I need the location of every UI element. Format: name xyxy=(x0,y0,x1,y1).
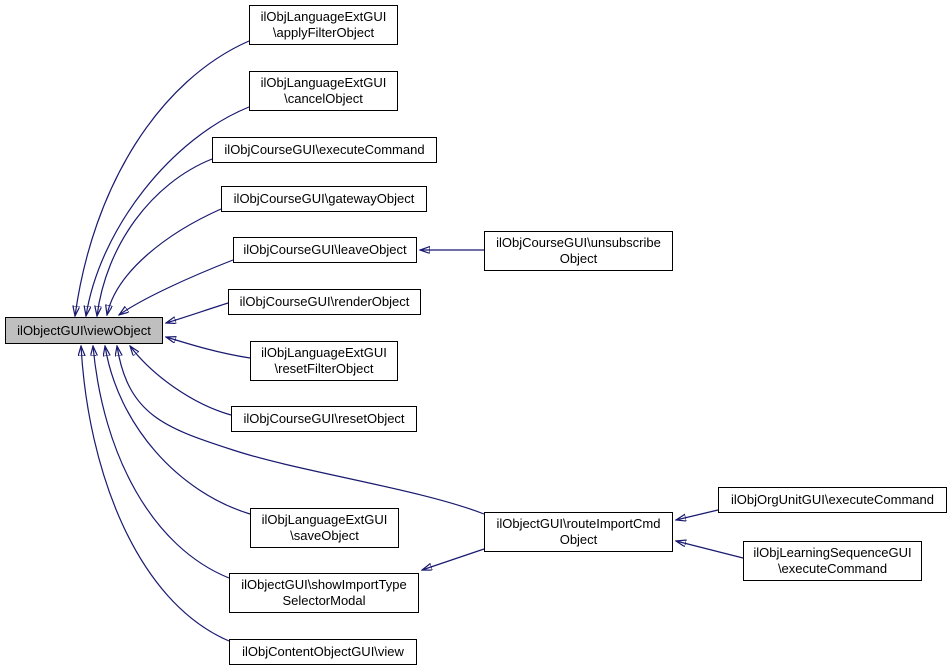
node-ilObjCourseGUI-executeCommand[interactable]: ilObjCourseGUI\executeCommand xyxy=(212,137,437,163)
node-label-line: ilObjCourseGUI\resetObject xyxy=(243,411,405,426)
edge-cancelObject-to-viewObject xyxy=(86,106,250,316)
node-label-line: ilObjOrgUnitGUI\executeCommand xyxy=(730,492,935,507)
node-label-line: ilObjectGUI\viewObject xyxy=(17,322,151,338)
edge-applyFilterObject-to-viewObject xyxy=(75,40,250,316)
edge-saveObject-to-viewObject xyxy=(105,346,251,515)
node-label-line: Object xyxy=(559,251,598,266)
node-ilObjectGUI-routeImportCmdObject[interactable]: ilObjectGUI\routeImportCmd Object xyxy=(484,512,673,552)
node-label-line: ilObjCourseGUI\leaveObject xyxy=(243,242,407,257)
node-ilObjectGUI-viewObject-central[interactable]: ilObjectGUI\viewObject xyxy=(5,317,163,344)
edge-gatewayObject-to-viewObject xyxy=(107,208,222,315)
edge-resetObject-to-viewObject xyxy=(130,346,232,416)
node-ilObjLanguageExtGUI-cancelObject[interactable]: ilObjLanguageExtGUI \cancelObject xyxy=(249,71,398,111)
edge-routeImportCmdObject-to-viewObject xyxy=(117,346,485,515)
edge-learningSequenceExecuteCommand-to-routeImportCmdObject xyxy=(676,541,744,559)
node-ilObjectGUI-showImportTypeSelectorModal[interactable]: ilObjectGUI\showImportType SelectorModal xyxy=(229,573,419,613)
node-label-line: \cancelObject xyxy=(284,91,363,106)
edge-showImportTypeSelectorModal-to-viewObject xyxy=(93,346,230,579)
node-label-line: ilObjCourseGUI\unsubscribe xyxy=(496,235,661,250)
node-ilObjCourseGUI-renderObject[interactable]: ilObjCourseGUI\renderObject xyxy=(228,289,421,315)
node-label-line: ilObjLanguageExtGUI xyxy=(260,9,387,24)
node-ilObjCourseGUI-gatewayObject[interactable]: ilObjCourseGUI\gatewayObject xyxy=(221,186,427,212)
node-label-line: \resetFilterObject xyxy=(274,361,374,376)
node-label-line: ilObjLanguageExtGUI xyxy=(261,345,387,360)
node-ilObjCourseGUI-unsubscribeObject[interactable]: ilObjCourseGUI\unsubscribe Object xyxy=(484,231,673,271)
node-label-line: ilObjContentObjectGUI\view xyxy=(242,644,404,659)
node-ilObjCourseGUI-resetObject[interactable]: ilObjCourseGUI\resetObject xyxy=(231,406,417,432)
node-label-line: ilObjectGUI\showImportType xyxy=(241,577,407,592)
edge-courseExecuteCommand-to-viewObject xyxy=(97,158,213,316)
edge-routeImportCmdObject-to-showImportTypeSelectorModal xyxy=(422,548,485,570)
node-ilObjLanguageExtGUI-applyFilterObject[interactable]: ilObjLanguageExtGUI \applyFilterObject xyxy=(249,5,398,45)
edge-leaveObject-to-viewObject xyxy=(119,259,234,315)
node-ilObjContentObjectGUI-view[interactable]: ilObjContentObjectGUI\view xyxy=(229,639,417,665)
edge-orgUnitExecuteCommand-to-routeImportCmdObject xyxy=(676,509,719,520)
node-label-line: ilObjCourseGUI\executeCommand xyxy=(224,142,425,157)
node-ilObjCourseGUI-leaveObject[interactable]: ilObjCourseGUI\leaveObject xyxy=(233,237,417,263)
node-label-line: ilObjCourseGUI\gatewayObject xyxy=(233,191,415,206)
node-label-line: Object xyxy=(559,532,598,547)
node-ilObjLanguageExtGUI-saveObject[interactable]: ilObjLanguageExtGUI \saveObject xyxy=(250,508,399,548)
node-label-line: \applyFilterObject xyxy=(272,25,375,40)
node-ilObjLearningSequenceGUI-executeCommand[interactable]: ilObjLearningSequenceGUI \executeCommand xyxy=(743,541,922,581)
node-label-line: SelectorModal xyxy=(282,593,366,608)
node-label-line: \executeCommand xyxy=(777,561,888,576)
edge-contentObjectView-to-viewObject xyxy=(81,346,230,642)
node-ilObjOrgUnitGUI-executeCommand[interactable]: ilObjOrgUnitGUI\executeCommand xyxy=(718,487,947,513)
node-label-line: ilObjCourseGUI\renderObject xyxy=(239,294,410,309)
node-label-line: ilObjLearningSequenceGUI xyxy=(753,545,912,560)
edge-resetFilterObject-to-viewObject xyxy=(166,337,251,359)
node-label-line: \saveObject xyxy=(290,528,359,543)
node-ilObjLanguageExtGUI-resetFilterObject[interactable]: ilObjLanguageExtGUI \resetFilterObject xyxy=(250,341,398,381)
node-label-line: ilObjLanguageExtGUI xyxy=(260,75,387,90)
node-label-line: ilObjectGUI\routeImportCmd xyxy=(496,516,661,531)
edge-renderObject-to-viewObject xyxy=(166,302,229,323)
node-label-line: ilObjLanguageExtGUI xyxy=(261,512,388,527)
